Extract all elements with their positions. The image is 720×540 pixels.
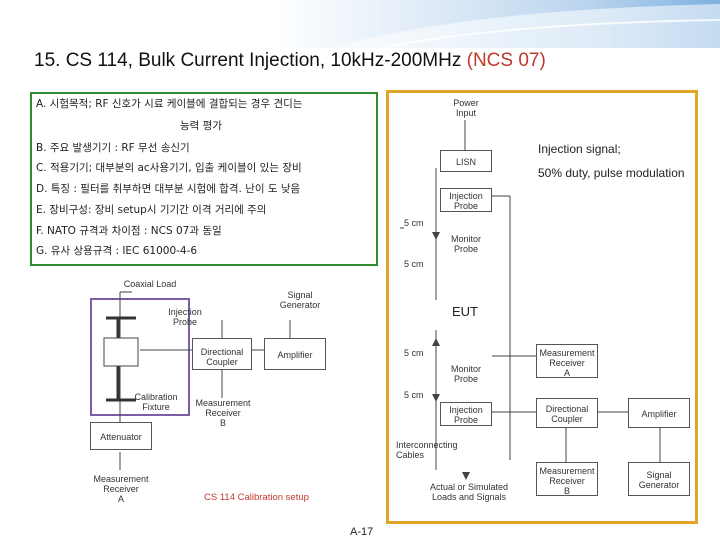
- cal-signal-generator-label: Signal Generator: [279, 290, 321, 310]
- receiver-b-label: Measurement Receiver B: [539, 466, 595, 496]
- cal-directional-coupler-box: Directional Coupler: [192, 338, 252, 370]
- lisn-label: LISN: [455, 157, 476, 167]
- receiver-a-label: Measurement Receiver A: [539, 348, 595, 378]
- cal-coaxial-load-label: Coaxial Load: [123, 279, 177, 289]
- signal-generator-label: Signal Generator: [638, 470, 680, 490]
- directional-coupler-label: Directional Coupler: [545, 404, 589, 424]
- amplifier-box: Amplifier: [628, 398, 690, 428]
- injection-probe-top-label: Injection Probe: [449, 191, 483, 211]
- monitor-probe-bottom-label: Monitor Probe: [450, 364, 481, 384]
- actual-loads-label: Actual or Simulated Loads and Signals: [429, 482, 509, 502]
- spacing-label-4: 5 cm: [404, 390, 424, 400]
- spacing-label-1: 5 cm: [404, 218, 424, 228]
- cal-attenuator-label: Attenuator: [100, 432, 142, 442]
- receiver-b-box: Measurement Receiver B: [536, 462, 598, 496]
- cal-attenuator-box: Attenuator: [90, 422, 152, 450]
- cal-receiver-b-label: Measurement Receiver B: [195, 398, 251, 428]
- header-swoosh: [330, 4, 720, 48]
- item-b: B. 주요 발생기기 : RF 무선 송신기: [36, 142, 190, 154]
- directional-coupler-box: Directional Coupler: [536, 398, 598, 428]
- receiver-a-box: Measurement Receiver A: [536, 344, 598, 378]
- spacing-label-2: 5 cm: [404, 259, 424, 269]
- item-g: G. 유사 상용규격 : IEC 61000-4-6: [36, 245, 198, 257]
- cal-caption: CS 114 Calibration setup: [204, 492, 309, 503]
- header-band: [0, 0, 720, 48]
- spacing-label-3: 5 cm: [404, 348, 424, 358]
- title-main: 15. CS 114, Bulk Current Injection, 10kH…: [34, 50, 467, 71]
- test-summary-box: [30, 92, 378, 266]
- cal-injection-probe-label: Injection Probe: [168, 307, 202, 327]
- interconnecting-cables-label: Interconnecting Cables: [396, 440, 458, 460]
- cal-amplifier-label: Amplifier: [277, 350, 313, 360]
- injection-probe-bottom-box: Injection Probe: [440, 402, 492, 426]
- injection-probe-top-box: Injection Probe: [440, 188, 492, 212]
- injection-note-1: Injection signal;: [538, 142, 621, 156]
- lisn-box: LISN: [440, 150, 492, 172]
- power-input-label: Power Input: [453, 98, 479, 118]
- eut-label: EUT: [452, 304, 478, 319]
- cal-fixture-label: Calibration Fixture: [134, 392, 178, 412]
- injection-probe-bottom-label: Injection Probe: [449, 405, 483, 425]
- amplifier-label: Amplifier: [641, 409, 677, 419]
- title-ncs: (NCS 07): [466, 50, 546, 71]
- calibration-fixture-frame: [90, 298, 190, 416]
- item-c: C. 적용기기; 대부분의 ac사용기기, 입출 케이블이 있는 장비: [36, 162, 302, 174]
- item-a: A. 시험목적; RF 신호가 시료 케이블에 결합되는 경우 견디는: [36, 98, 303, 110]
- test-setup-frame: [386, 90, 698, 524]
- item-f: F. NATO 규격과 차이점 : NCS 07과 동일: [36, 225, 222, 237]
- cal-receiver-a-label: Measurement Receiver A: [93, 474, 149, 504]
- page-number: A-17: [350, 526, 374, 538]
- injection-note-2: 50% duty, pulse modulation: [538, 166, 685, 180]
- item-a-cont: 능력 평가: [180, 120, 222, 132]
- slide-title: 15. CS 114, Bulk Current Injection, 10kH…: [34, 50, 654, 72]
- item-d: D. 특징 : 필터를 취부하면 대부분 시험에 합격. 난이 도 낮음: [36, 183, 301, 195]
- cal-directional-coupler-label: Directional Coupler: [200, 347, 244, 367]
- cal-amplifier-box: Amplifier: [264, 338, 326, 370]
- item-e: E. 장비구성: 장비 setup시 기기간 이격 거리에 주의: [36, 204, 267, 216]
- monitor-probe-top-label: Monitor Probe: [450, 234, 481, 254]
- signal-generator-box: Signal Generator: [628, 462, 690, 496]
